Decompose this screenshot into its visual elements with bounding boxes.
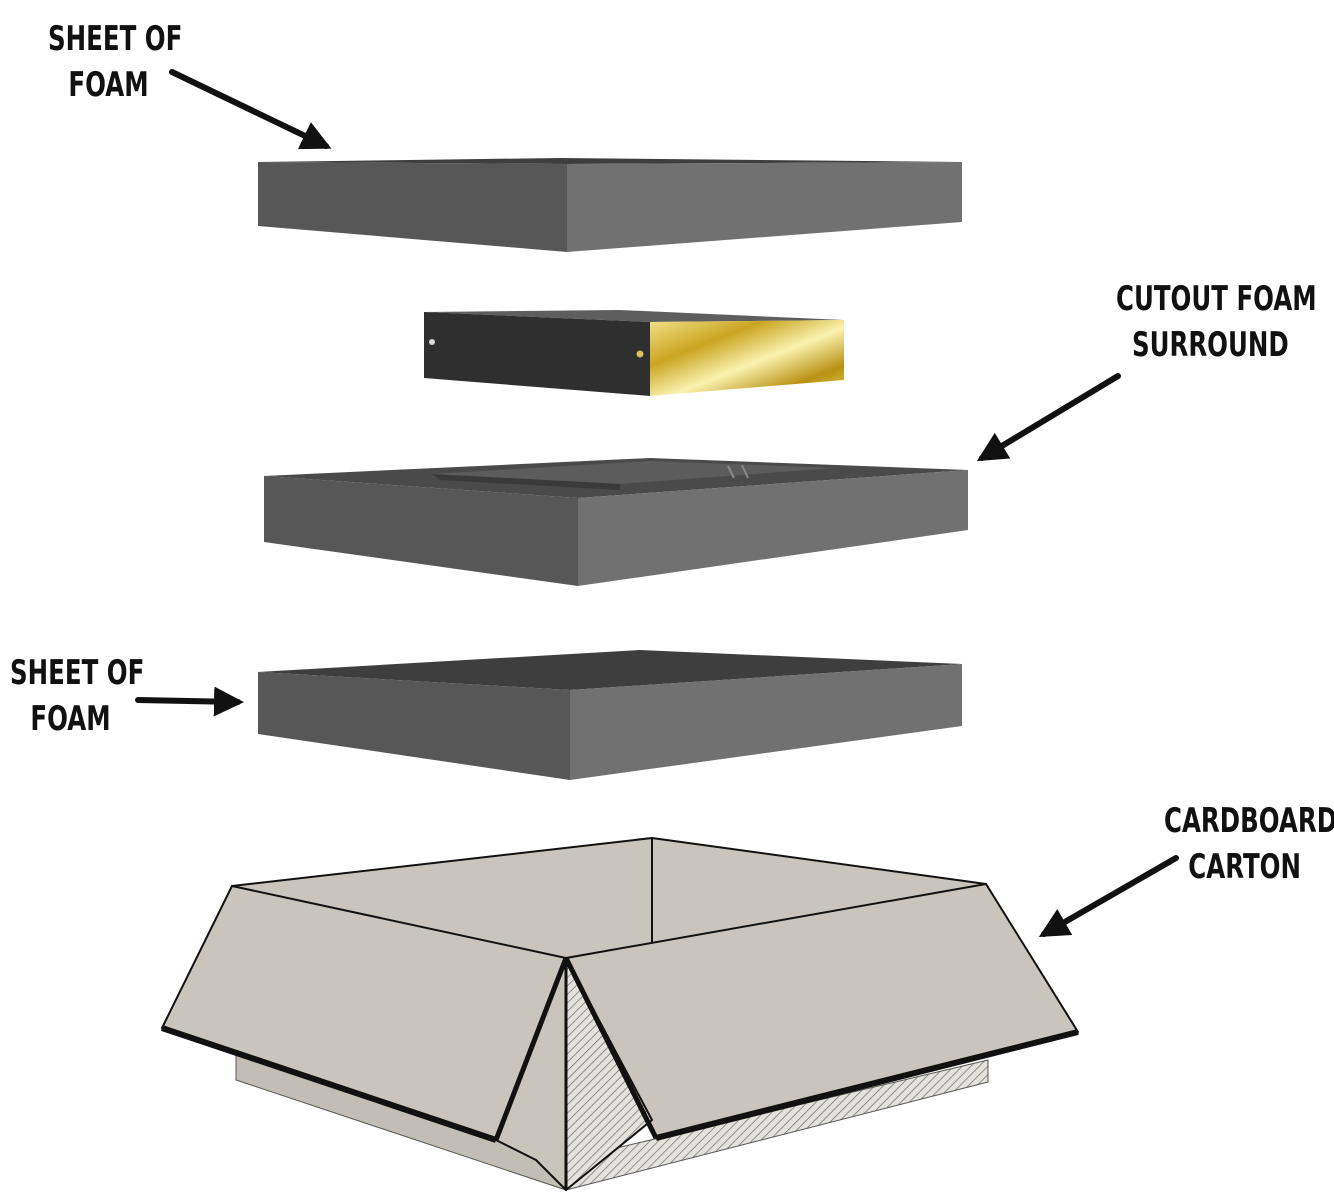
device-screw-right (636, 350, 644, 358)
arrow-carton (1038, 855, 1179, 937)
cutout-foam-surround (264, 458, 968, 586)
label-top-sheet: SHEET OF FOAM (48, 14, 183, 110)
bottom-foam-sheet (258, 650, 962, 780)
cardboard-carton (161, 837, 1079, 1191)
top-foam-sheet (258, 158, 962, 252)
arrow-cutout-surround (976, 373, 1121, 462)
label-top-sheet-line1: SHEET OF (48, 19, 183, 59)
arrow-bottom-sheet (135, 686, 244, 717)
label-bottom-sheet-line1: SHEET OF (10, 653, 145, 693)
label-carton: CARDBOARD CARTON (1164, 796, 1334, 892)
arrow-top-sheet (169, 69, 332, 150)
device-screw-left (429, 339, 435, 345)
label-bottom-sheet-line2: FOAM (30, 699, 111, 739)
leader-arrows (135, 69, 1179, 937)
label-carton-line1: CARDBOARD (1164, 801, 1334, 841)
label-cutout-surround-line2: SURROUND (1131, 325, 1289, 365)
device-box (424, 310, 844, 396)
label-carton-line2: CARTON (1188, 847, 1301, 887)
label-cutout-surround-line1: CUTOUT FOAM (1116, 279, 1317, 319)
label-top-sheet-line2: FOAM (68, 65, 149, 105)
label-bottom-sheet: SHEET OF FOAM (10, 648, 145, 744)
label-cutout-surround: CUTOUT FOAM SURROUND (1116, 274, 1317, 370)
